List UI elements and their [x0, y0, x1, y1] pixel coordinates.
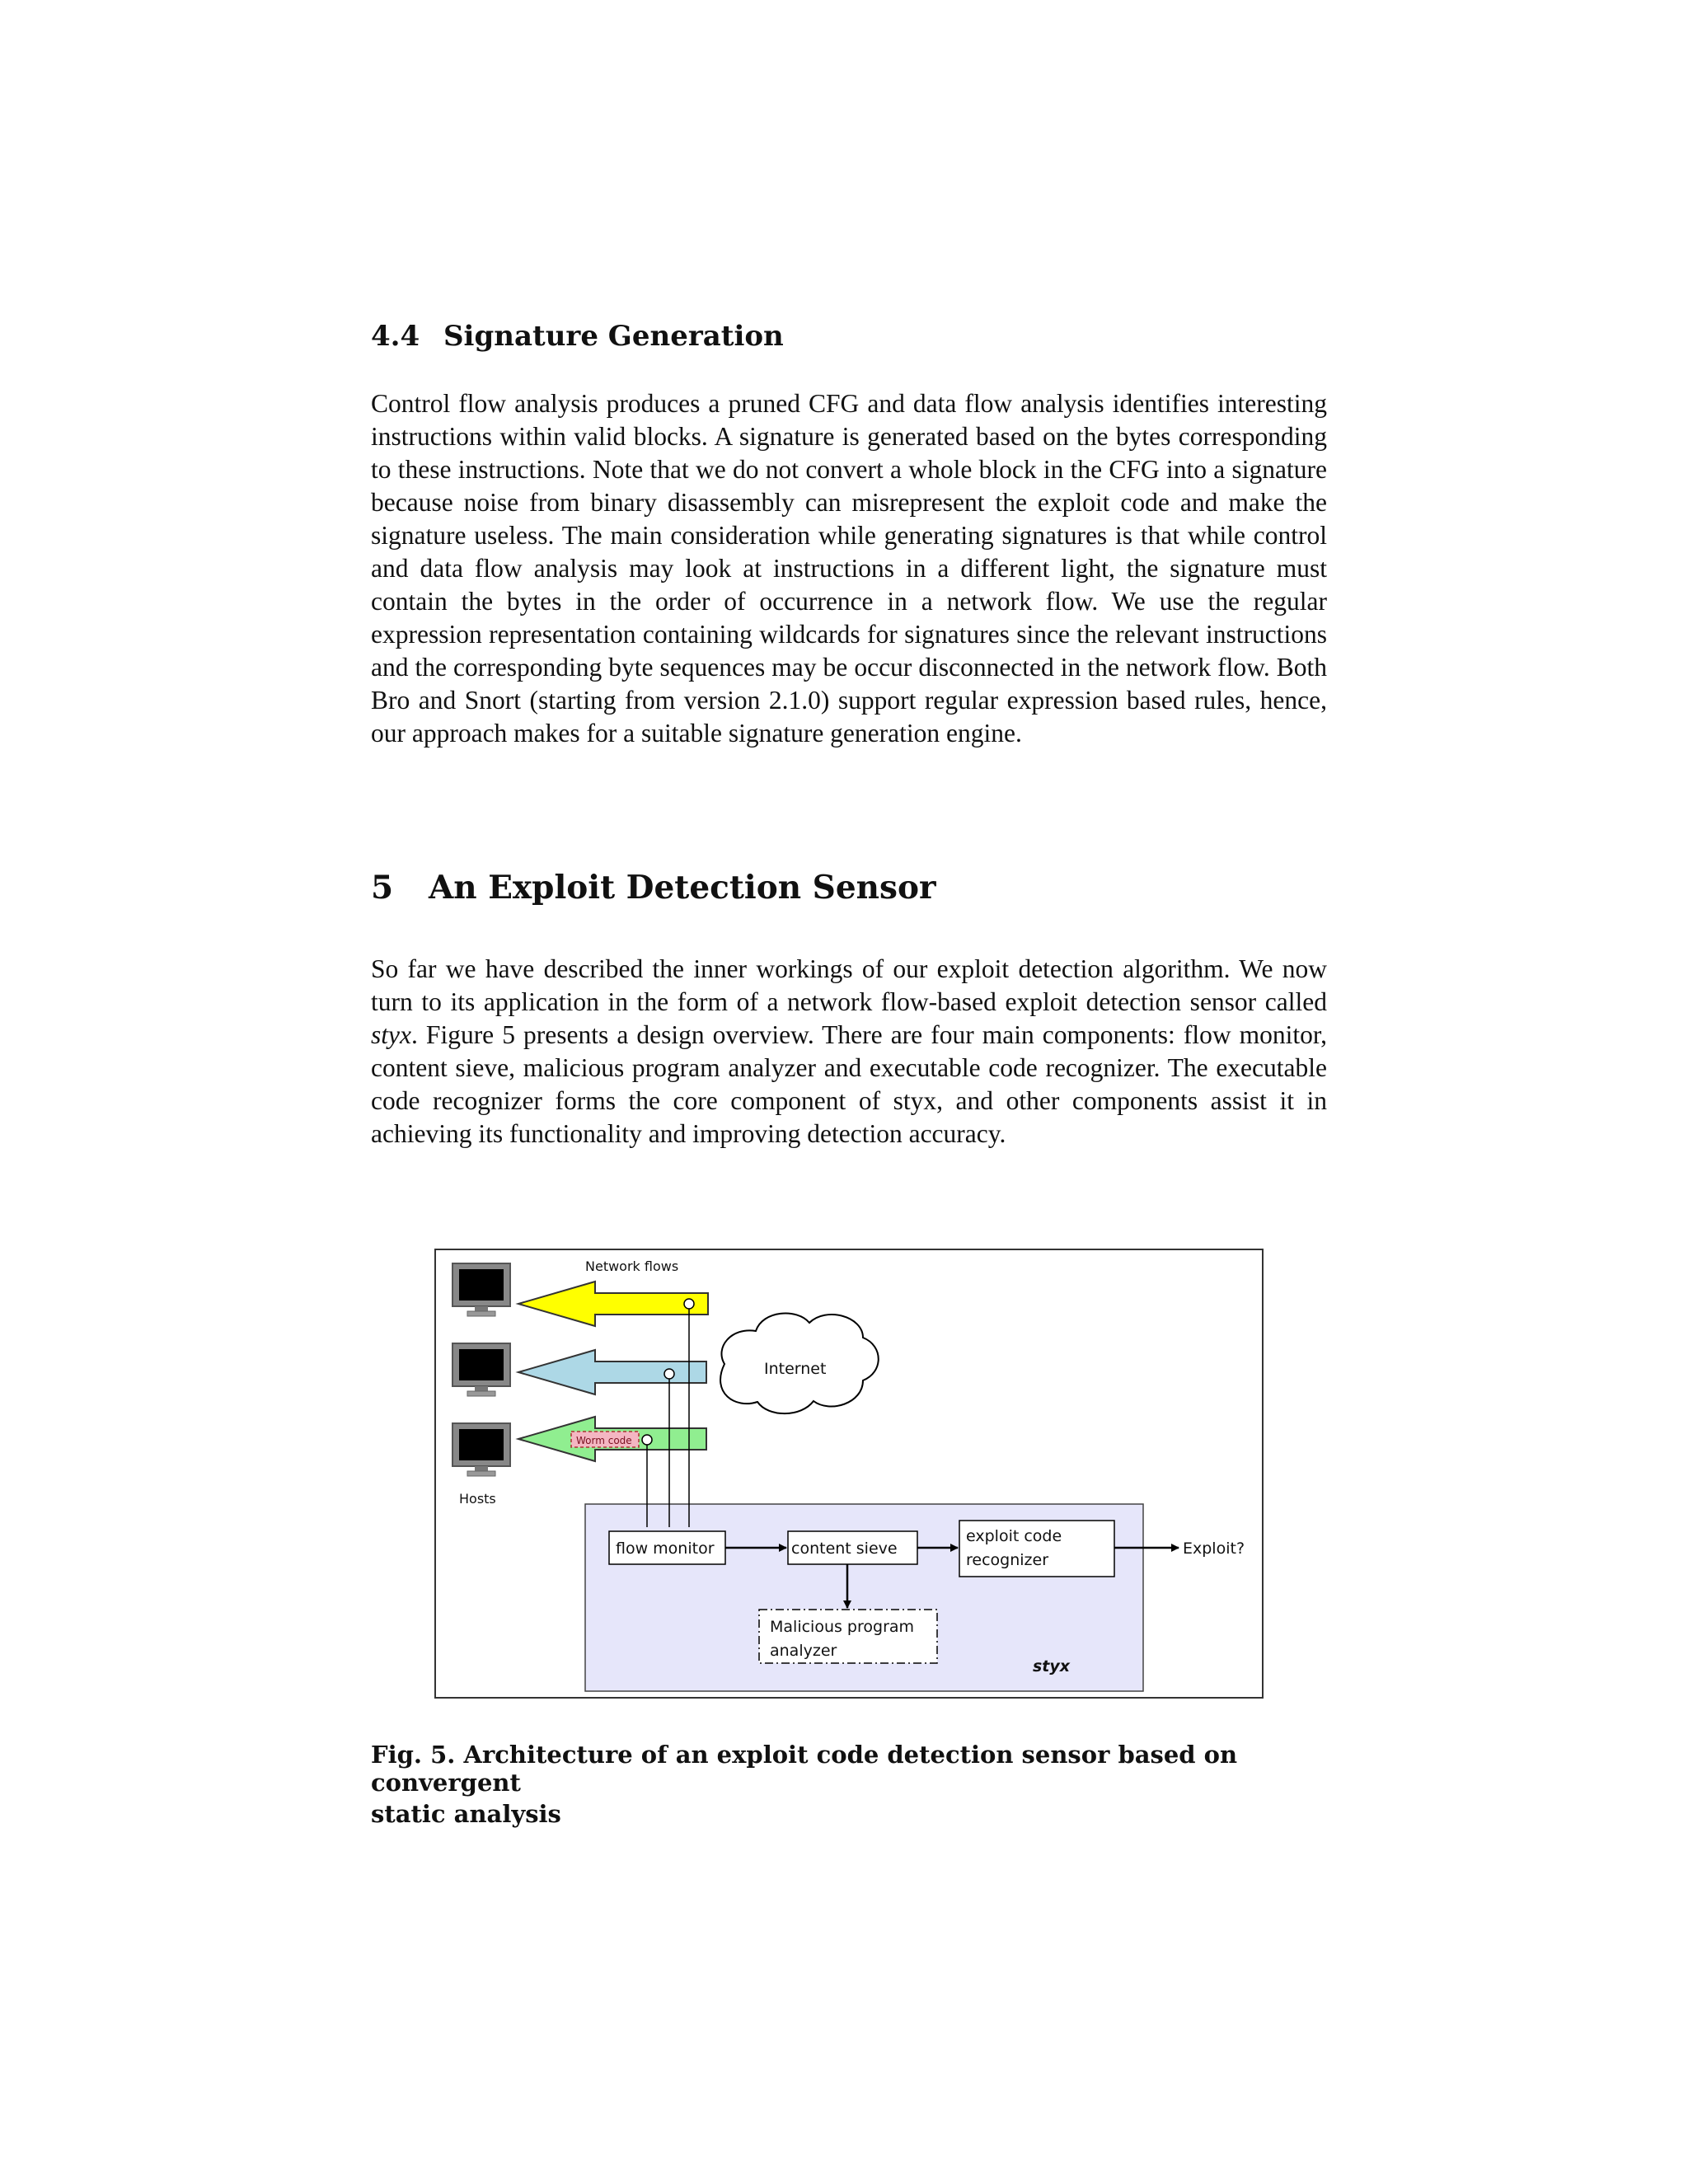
content-sieve-box [787, 1530, 918, 1565]
exploit-output-label: Exploit? [1183, 1540, 1245, 1558]
sensor-name: styx [371, 1020, 411, 1049]
tap-point-3 [641, 1434, 653, 1446]
worm-code-label: Worm code [576, 1435, 632, 1446]
figure-caption-line-1: Fig. 5. Architecture of an exploit code … [371, 1741, 1238, 1797]
analyzer-label-line1: Malicious program [770, 1618, 914, 1636]
exploit-code-recognizer-box [959, 1520, 1115, 1577]
analyzer-label-line2: analyzer [770, 1642, 837, 1660]
exploit-sensor-paragraph: So far we have described the inner worki… [371, 953, 1327, 1151]
host-1-monitor-icon [452, 1263, 511, 1317]
subsection-number: 4.4 [371, 320, 420, 353]
paragraph-text-end: . Figure 5 presents a design overview. T… [371, 1020, 1327, 1148]
internet-cloud-icon [720, 1312, 879, 1415]
malicious-program-analyzer-box [758, 1609, 938, 1664]
worm-code-box [570, 1431, 640, 1448]
network-flow-2-arrow [515, 1348, 707, 1396]
signature-generation-paragraph: Control flow analysis produces a pruned … [371, 389, 1327, 748]
architecture-diagram: Hosts Network flows Worm code Internet f… [452, 1258, 1245, 1692]
section-title: An Exploit Detection Sensor [429, 869, 936, 907]
subsection-title: Signature Generation [443, 320, 784, 353]
host-3-monitor-icon [452, 1422, 511, 1477]
host-2-monitor-icon [452, 1343, 511, 1397]
network-flow-1-arrow [515, 1280, 709, 1328]
recognizer-label-line1: exploit code [966, 1527, 1062, 1545]
figure-caption-line-2: static analysis [371, 1800, 561, 1828]
internet-label: Internet [764, 1360, 826, 1378]
flow-monitor-label: flow monitor [616, 1540, 715, 1558]
section-number: 5 [371, 869, 394, 907]
content-sieve-label: content sieve [791, 1540, 898, 1558]
recognizer-label-line2: recognizer [966, 1551, 1048, 1569]
figure-frame [434, 1249, 1264, 1699]
network-flows-label: Network flows [585, 1258, 678, 1274]
tap-point-1 [683, 1298, 695, 1310]
tap-point-2 [663, 1368, 675, 1380]
styx-label: styx [1033, 1657, 1071, 1675]
hosts-label: Hosts [459, 1491, 496, 1507]
section-heading: 5 An Exploit Detection Sensor [371, 869, 936, 907]
paragraph-text-start: So far we have described the inner worki… [371, 954, 1327, 1016]
subsection-heading: 4.4 Signature Generation [371, 320, 784, 353]
